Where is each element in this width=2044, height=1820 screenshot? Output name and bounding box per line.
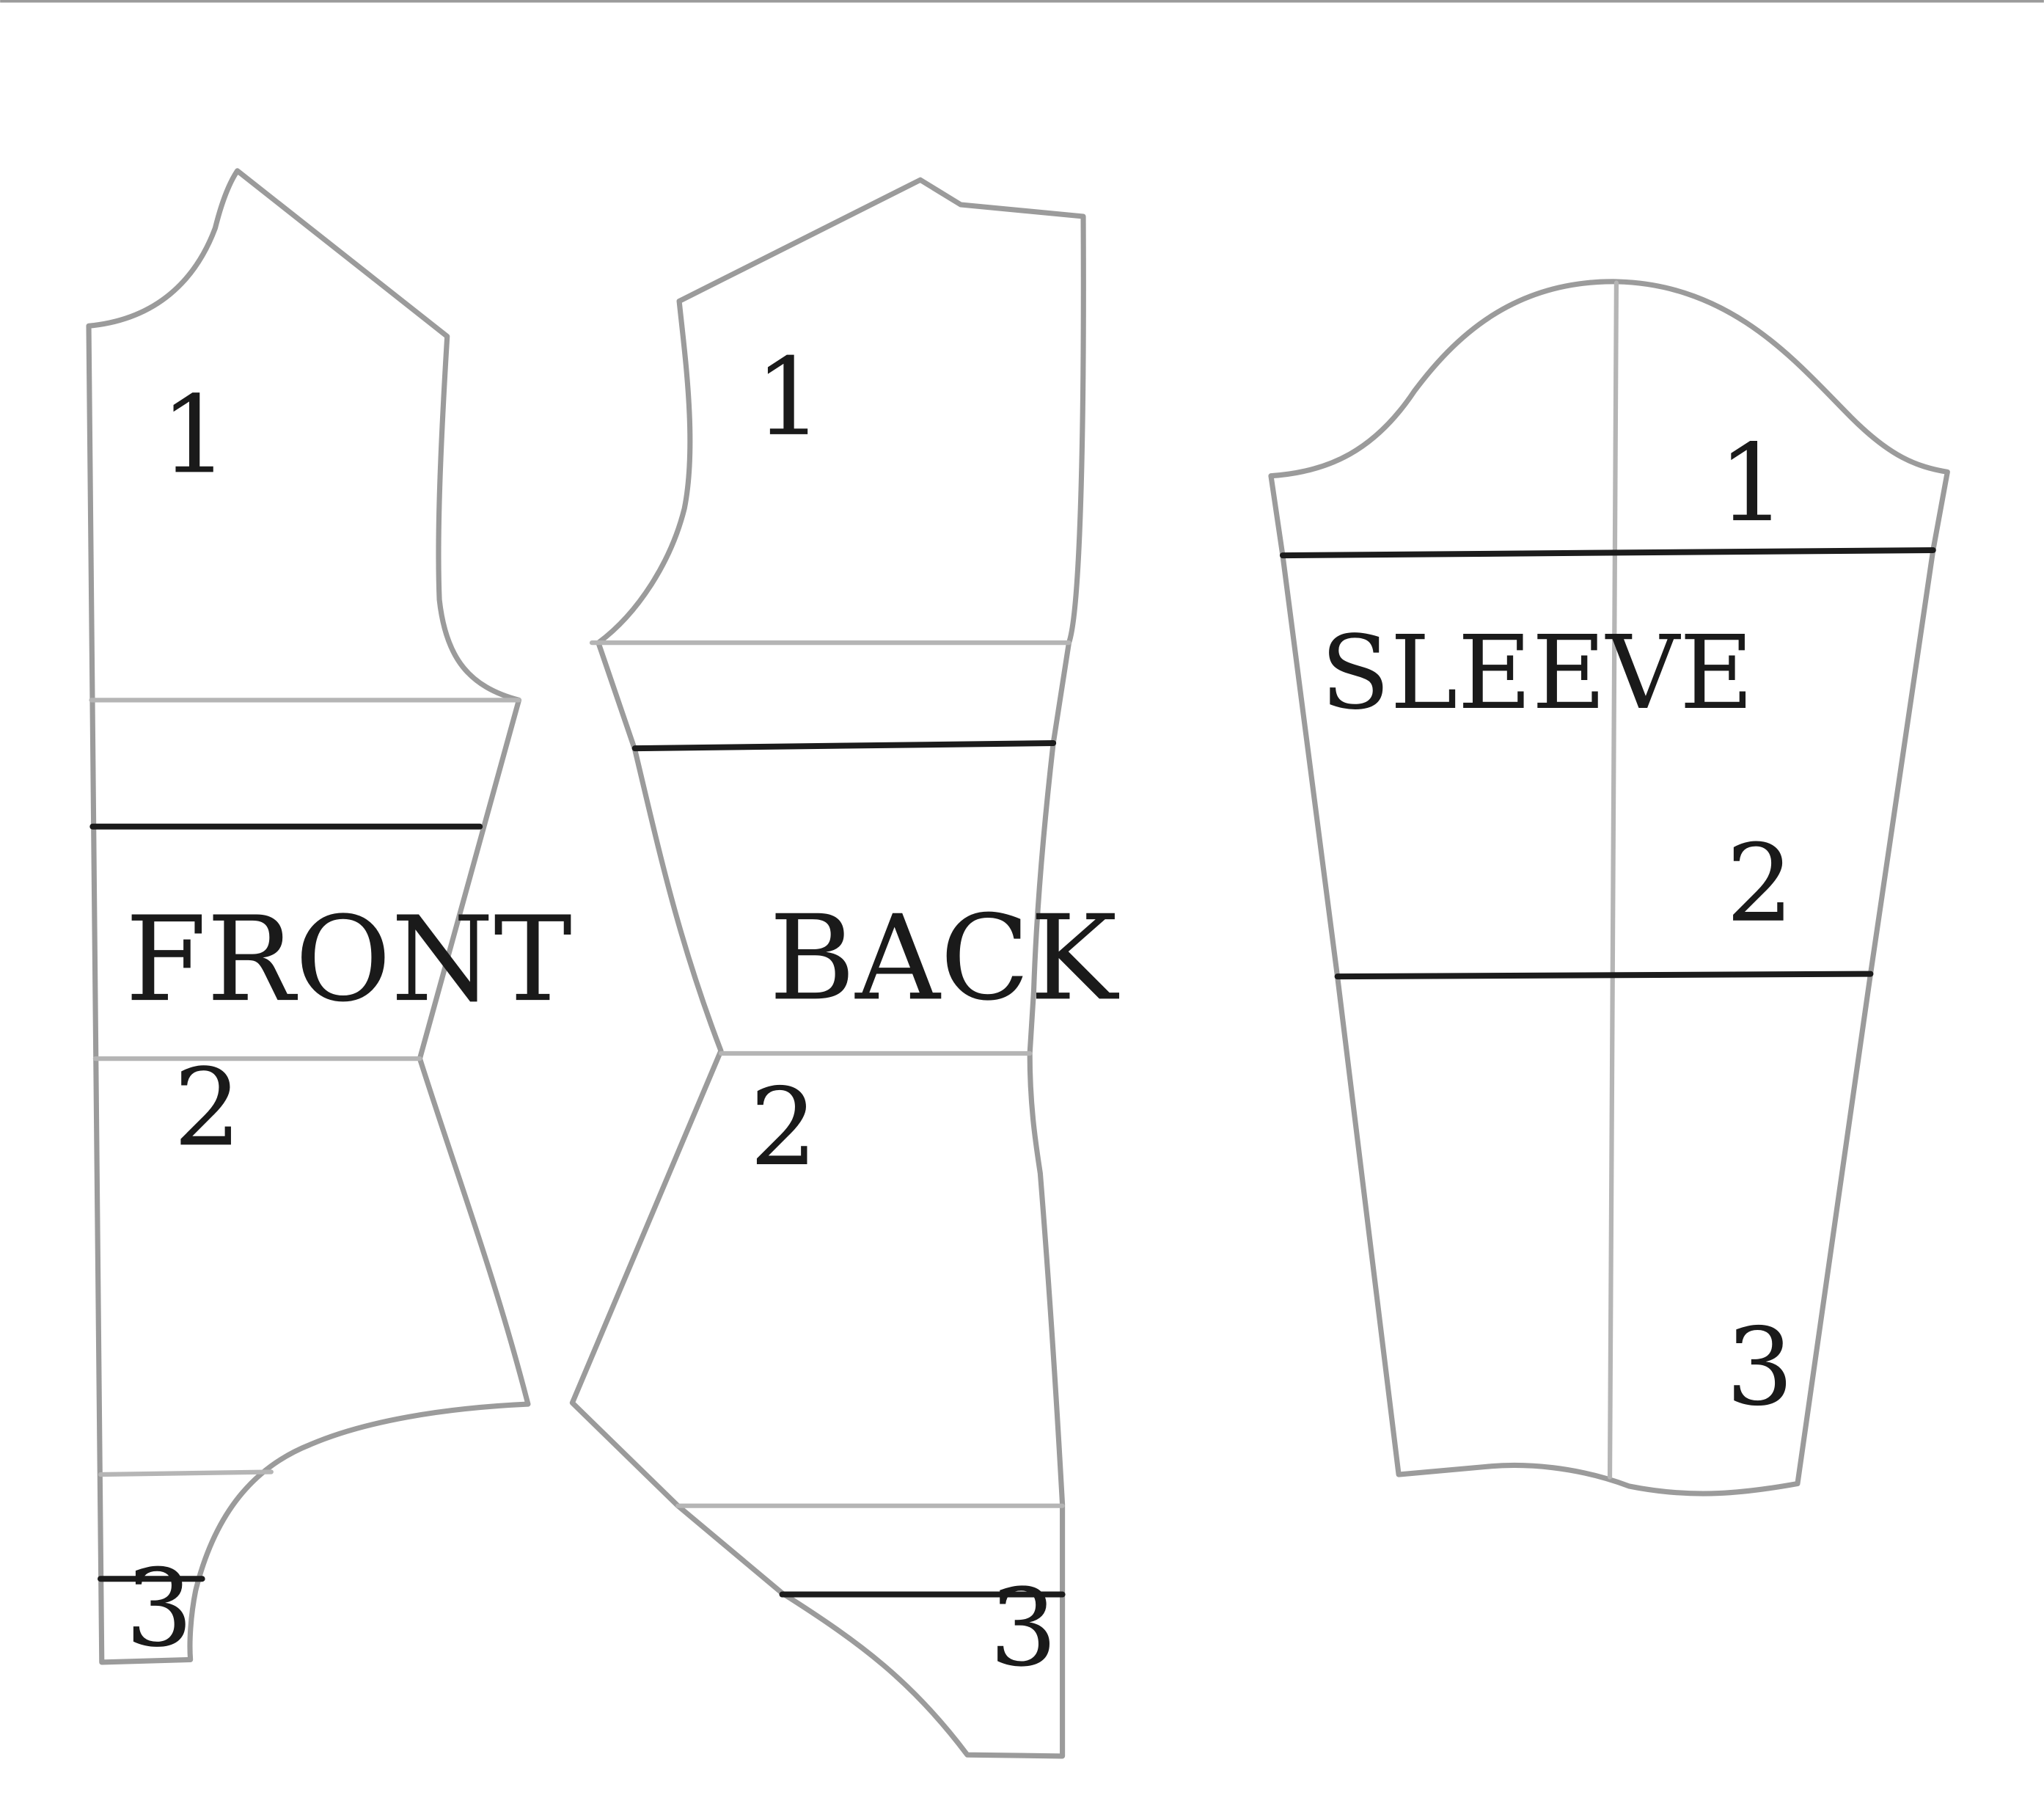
back-title: BACK (769, 890, 1119, 1026)
front-title: FRONT (125, 891, 572, 1028)
front-piece: 1 FRONT 2 3 (86, 168, 572, 1671)
back-section-2-label: 2 (750, 1066, 818, 1190)
sleeve-outline (1268, 279, 1950, 1496)
back-section-3-label: 3 (989, 1567, 1058, 1691)
front-section-1-label: 1 (161, 373, 229, 497)
sleeve-grain-line (1607, 280, 1619, 1480)
front-section-3-label: 3 (125, 1547, 194, 1671)
front-outline (86, 168, 531, 1665)
front-section-2-label: 2 (174, 1046, 242, 1170)
back-piece: 1 BACK 2 3 (569, 177, 1119, 1759)
sleeve-section-3-label: 3 (1726, 1306, 1794, 1430)
sleeve-title: SLEEVE (1320, 613, 1754, 732)
sleeve-cut-line-1 (1279, 547, 1936, 559)
sleeve-cut-line-2 (1334, 971, 1874, 980)
sleeve-section-2-label: 2 (1726, 822, 1794, 946)
front-guide-line-lower (98, 1469, 274, 1477)
sleeve-piece: 1 SLEEVE 2 3 (1268, 279, 1950, 1496)
sleeve-section-1-label: 1 (1718, 422, 1787, 546)
back-section-1-label: 1 (755, 336, 823, 460)
back-cut-line-1 (631, 740, 1057, 752)
